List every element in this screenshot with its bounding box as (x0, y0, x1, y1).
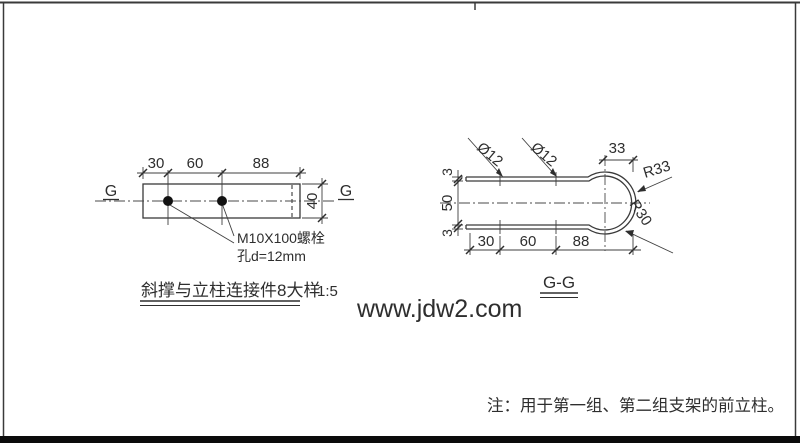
dim-33: 33 (609, 140, 626, 157)
plan-view: 30 60 88 40 G G M10X100螺栓 孔d=12mm (95, 155, 354, 306)
top-33-dimension: 33 (598, 140, 638, 172)
outer-radius-label: R33 (637, 158, 672, 193)
section-letter-left: G (105, 183, 117, 200)
section-view-title: G-G (540, 273, 578, 298)
section-marker-left: G (103, 183, 119, 201)
r33-text: R33 (641, 158, 672, 182)
section-letter-right: G (340, 183, 352, 200)
hole2-diameter-label: Ø12 (527, 139, 560, 170)
dim-bottom-30: 30 (478, 233, 495, 250)
dim-left-3-bottom: 3 (439, 229, 455, 237)
bottom-border-bar (0, 436, 800, 443)
section-title-text: G-G (543, 273, 575, 292)
dim-left-3-top: 3 (439, 168, 455, 176)
callout-text-line2: 孔d=12mm (237, 248, 306, 264)
bolt-2 (217, 196, 227, 206)
bottom-dimension-chain: 30 60 88 (464, 233, 641, 255)
dim-88: 88 (253, 155, 270, 172)
dim-bottom-88: 88 (573, 233, 590, 250)
inner-radius-label: R30 (625, 197, 674, 254)
view-scale: 1:5 (317, 283, 338, 300)
dim-60: 60 (187, 155, 204, 172)
plan-view-title: 斜撑与立柱连接件8大样 1:5 (140, 281, 338, 306)
top-dimension-chain: 30 60 88 (137, 155, 306, 179)
hole-label-2: Ø12 (521, 137, 560, 177)
callout-text-line1: M10X100螺栓 (237, 230, 325, 246)
height-dimension: 40 (302, 178, 328, 224)
usage-note: 注：用于第一组、第二组支架的前立柱。 (487, 396, 784, 415)
dim-bottom-60: 60 (520, 233, 537, 250)
watermark-text: www.jdw2.com (356, 295, 522, 323)
section-marker-right: G (338, 183, 354, 201)
hole-label-1: Ø12 (467, 137, 506, 177)
dim-30: 30 (148, 155, 165, 172)
section-view: Ø12 Ø12 33 R33 R30 (439, 137, 674, 298)
dim-40: 40 (304, 193, 321, 210)
view-title-text: 斜撑与立柱连接件8大样 (141, 281, 320, 300)
hole1-diameter-label: Ø12 (473, 139, 506, 170)
bolt-callout: M10X100螺栓 孔d=12mm (169, 204, 325, 264)
dim-left-50: 50 (439, 195, 456, 212)
left-dimension-stack: 3 50 3 (439, 168, 463, 237)
bolt-1 (163, 196, 173, 206)
